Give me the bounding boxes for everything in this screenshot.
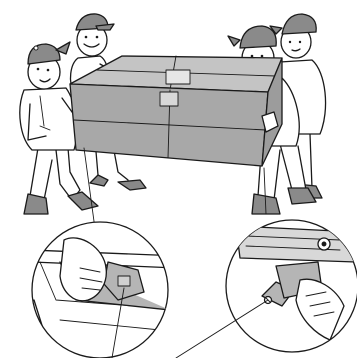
- callout-left: [30, 222, 180, 358]
- carton-box: [70, 56, 282, 166]
- callout-right: [176, 220, 357, 358]
